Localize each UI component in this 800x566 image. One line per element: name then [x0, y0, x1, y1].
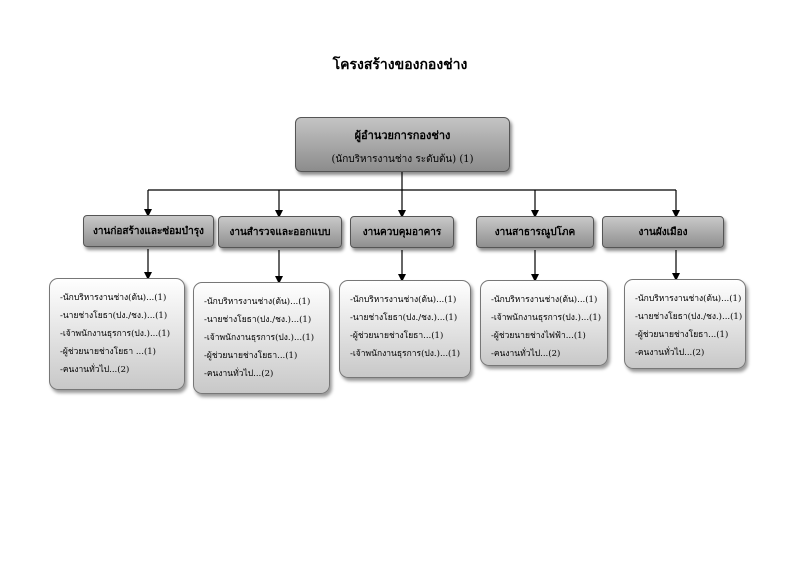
unit-label: งานผังเมือง: [638, 226, 688, 238]
unit-box-utilities: งานสาธารณูปโภค: [476, 216, 594, 248]
staff-box-construction: -นักบริหารงานช่าง(ต้น)...(1) -นายช่างโยธ…: [49, 278, 185, 390]
staff-item: -นักบริหารงานช่าง(ต้น)...(1): [491, 295, 598, 305]
staff-item: -คนงานทั่วไป...(2): [60, 365, 130, 375]
staff-item: -นายช่างโยธา(ปง./ชง.)...(1): [204, 315, 312, 325]
staff-item: -นักบริหารงานช่าง(ต้น)...(1): [60, 293, 167, 303]
staff-item: -นักบริหารงานช่าง(ต้น)...(1): [204, 297, 311, 307]
staff-item: -ผู้ช่วยนายช่างโยธา...(1): [350, 331, 444, 341]
staff-item: -คนงานทั่วไป...(2): [491, 349, 561, 359]
unit-box-town-planning: งานผังเมือง: [602, 216, 724, 248]
unit-label: งานสำรวจและออกแบบ: [229, 226, 331, 238]
staff-item: -นักบริหารงานช่าง(ต้น)...(1): [635, 294, 742, 304]
unit-box-survey: งานสำรวจและออกแบบ: [218, 216, 342, 248]
staff-box-building-control: -นักบริหารงานช่าง(ต้น)...(1) -นายช่างโยธ…: [339, 280, 471, 378]
unit-label: งานก่อสร้างและซ่อมบำรุง: [93, 225, 204, 237]
staff-item: -เจ้าพนักงานธุรการ(ปง.)...(1): [491, 313, 602, 323]
director-box: ผู้อำนวยการกองช่าง (นักบริหารงานช่าง ระด…: [295, 117, 510, 172]
staff-item: -ผู้ช่วยนายช่างไฟฟ้า...(1): [491, 331, 586, 341]
staff-item: -นายช่างโยธา(ปง./ชง.)...(1): [60, 311, 168, 321]
unit-label: งานสาธารณูปโภค: [494, 226, 576, 238]
staff-item: -เจ้าพนักงานธุรการ(ปง.)...(1): [204, 333, 315, 343]
staff-item: -นายช่างโยธา(ปง./ชง.)...(1): [635, 312, 743, 322]
unit-box-construction: งานก่อสร้างและซ่อมบำรุง: [83, 215, 214, 247]
page-title: โครงสร้างของกองช่าง: [332, 57, 468, 73]
staff-item: -ผู้ช่วยนายช่างโยธา...(1): [635, 330, 729, 340]
staff-item: -เจ้าพนักงานธุรการ(ปง.)...(1): [350, 349, 461, 359]
staff-item: -คนงานทั่วไป...(2): [635, 348, 705, 358]
director-subtitle: (นักบริหารงานช่าง ระดับต้น) (1): [331, 154, 474, 165]
staff-box-utilities: -นักบริหารงานช่าง(ต้น)...(1) -เจ้าพนักงา…: [480, 280, 608, 366]
unit-box-building-control: งานควบคุมอาคาร: [350, 216, 454, 248]
staff-item: -คนงานทั่วไป...(2): [204, 369, 274, 379]
staff-box-town-planning: -นักบริหารงานช่าง(ต้น)...(1) -นายช่างโยธ…: [624, 279, 746, 369]
staff-item: -ผู้ช่วยนายช่างโยธา ...(1): [60, 347, 156, 357]
staff-box-survey: -นักบริหารงานช่าง(ต้น)...(1) -นายช่างโยธ…: [193, 282, 330, 394]
staff-item: -นักบริหารงานช่าง(ต้น)...(1): [350, 295, 457, 305]
unit-label: งานควบคุมอาคาร: [362, 226, 442, 238]
staff-item: -ผู้ช่วยนายช่างโยธา...(1): [204, 351, 298, 361]
director-title: ผู้อำนวยการกองช่าง: [354, 129, 451, 142]
staff-item: -เจ้าพนักงานธุรการ(ปง.)...(1): [60, 329, 171, 339]
staff-item: -นายช่างโยธา(ปง./ชง.)...(1): [350, 313, 458, 323]
